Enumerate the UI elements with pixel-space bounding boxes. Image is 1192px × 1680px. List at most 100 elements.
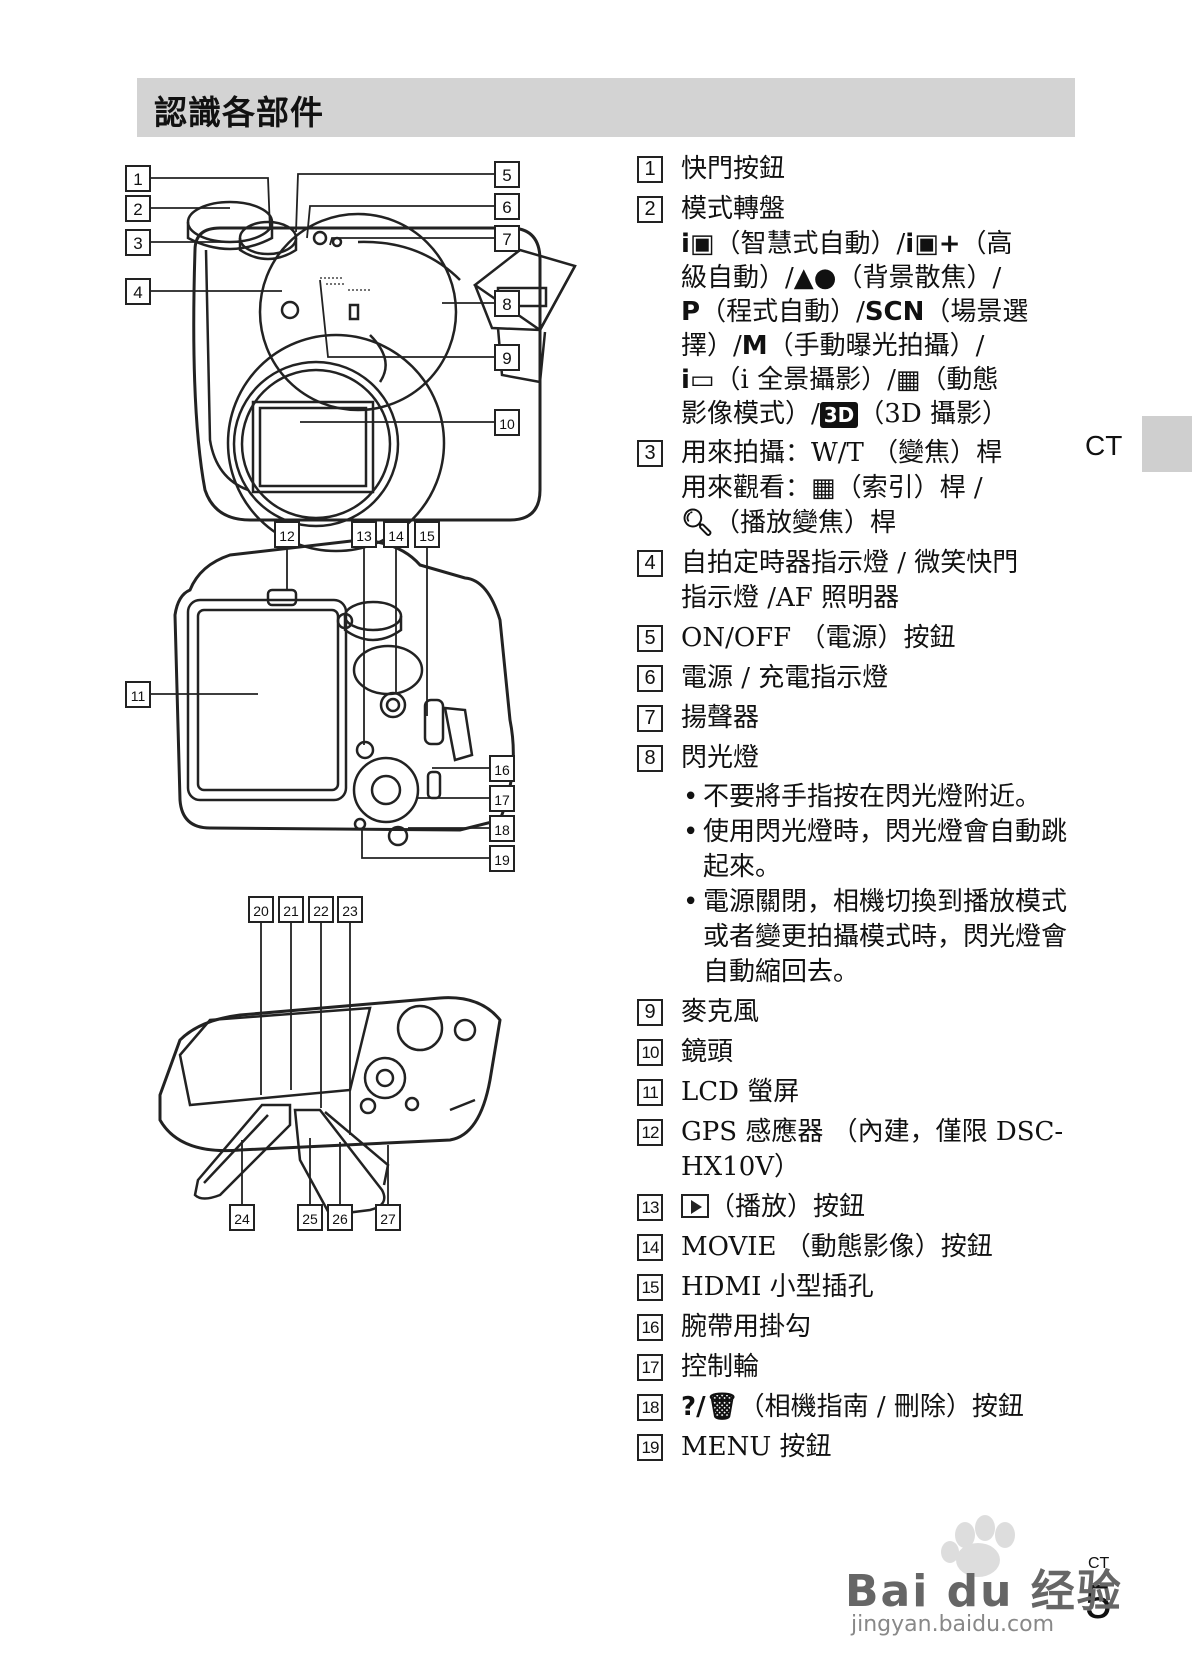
mode-line-1: i▣（智慧式自動）/i▣+（高: [681, 229, 1013, 259]
item-text: LCD 螢屏: [681, 1077, 800, 1107]
callout-lines: [150, 173, 495, 1205]
list-item: 1 快門按鈕: [637, 152, 1087, 187]
playback-icon: [681, 1194, 709, 1218]
callout-19: 19: [494, 852, 510, 868]
item-number: 17: [637, 1354, 663, 1381]
item-text: GPS 感應器 （內建，僅限 DSC-: [681, 1117, 1064, 1147]
list-item: 8 閃光燈 不要將手指按在閃光燈附近。 使用閃光燈時，閃光燈會自動跳起來。 電源…: [637, 741, 1087, 990]
item-text: 鏡頭: [681, 1037, 734, 1067]
item-number: 16: [637, 1314, 663, 1341]
list-item: 5 ON/OFF （電源）按鈕: [637, 621, 1087, 656]
index-icon: ▦: [811, 473, 836, 503]
item-text: 麥克風: [681, 997, 760, 1027]
superior-auto-icon: i▣+: [905, 229, 961, 259]
list-item: 17 控制輪: [637, 1350, 1087, 1385]
callout-26: 26: [332, 1211, 348, 1227]
callout-9: 9: [502, 349, 511, 368]
callout-5: 5: [502, 166, 511, 185]
list-item: 4 自拍定時器指示燈 / 微笑快門 指示燈 /AF 照明器: [637, 546, 1087, 616]
list-item: 16 腕帶用掛勾: [637, 1310, 1087, 1345]
camera-front-illustration: [186, 200, 577, 553]
list-item: 12 GPS 感應器 （內建，僅限 DSC- HX10V）: [637, 1115, 1087, 1185]
mode-line-3: P（程式自動）/SCN（場景選: [681, 297, 1029, 327]
callout-27: 27: [380, 1211, 396, 1227]
item-text: 腕帶用掛勾: [681, 1312, 812, 1342]
page-title: 認識各部件: [154, 93, 324, 132]
bullet-note: 電源關閉，相機切換到播放模式或者變更拍攝模式時，閃光燈會自動縮回去。: [681, 885, 1087, 990]
bullet-note: 使用閃光燈時，閃光燈會自動跳起來。: [681, 815, 1087, 885]
list-item: 13 （播放）按鈕: [637, 1190, 1087, 1225]
parts-list: 1 快門按鈕 2 模式轉盤 i▣（智慧式自動）/i▣+（高 級自動）/▲●（背景…: [637, 152, 1087, 1470]
callout-4: 4: [133, 283, 142, 302]
background-defocus-icon: ▲●: [793, 263, 837, 293]
item-number: 12: [637, 1119, 663, 1146]
item-text: MOVIE （動態影像）按鈕: [681, 1232, 993, 1262]
callout-8: 8: [502, 295, 511, 314]
callout-22: 22: [313, 903, 329, 919]
callout-17: 17: [494, 792, 510, 808]
callout-10: 10: [499, 416, 515, 432]
camera-bottom-illustration: [158, 996, 502, 1217]
list-item: 14 MOVIE （動態影像）按鈕: [637, 1230, 1087, 1265]
item-text: 揚聲器: [681, 703, 760, 733]
item-number: 14: [637, 1234, 663, 1261]
trash-icon: 🗑︎: [705, 1392, 739, 1422]
item-number: 13: [637, 1194, 663, 1221]
item-number: 5: [637, 625, 663, 652]
help-delete-icon: ?/: [681, 1392, 706, 1422]
item-text: 模式轉盤: [681, 194, 786, 224]
item-number: 3: [637, 440, 663, 467]
sweep-panorama-icon: i▭: [681, 365, 715, 395]
callout-6: 6: [502, 198, 511, 217]
item-text: 指示燈 /AF 照明器: [681, 583, 900, 613]
item-text: ON/OFF （電源）按鈕: [681, 623, 956, 653]
callout-11: 11: [131, 688, 146, 704]
callout-2: 2: [133, 200, 142, 219]
flash-notes: 不要將手指按在閃光燈附近。 使用閃光燈時，閃光燈會自動跳起來。 電源關閉，相機切…: [681, 780, 1087, 990]
item-text: （相機指南 / 刪除）按鈕: [738, 1392, 1024, 1422]
callout-24: 24: [234, 1211, 250, 1227]
item-text: HX10V）: [681, 1152, 801, 1182]
program-auto-icon: P: [681, 297, 701, 327]
callout-numbers: 1 2 3 4 5 6 7 8 9 10 11 12 13 14 15 16 1…: [131, 166, 515, 1227]
scene-selection-icon: SCN: [864, 297, 925, 327]
item-number: 18: [637, 1394, 663, 1421]
callout-21: 21: [283, 903, 299, 919]
callout-3: 3: [133, 234, 142, 253]
item-text: 用來拍攝：W/T （變焦）桿: [681, 438, 1003, 468]
list-item: 3 用來拍攝：W/T （變焦）桿 用來觀看：▦（索引）桿 / 🔍︎（播放變焦）桿: [637, 436, 1087, 541]
callout-15: 15: [419, 528, 435, 544]
callout-boxes: [125, 161, 520, 1231]
list-item: 15 HDMI 小型插孔: [637, 1270, 1087, 1305]
callout-16: 16: [494, 762, 510, 778]
mode-line-4: 擇）/M（手動曝光拍攝）/: [681, 331, 985, 361]
section-title-bar: 認識各部件: [137, 78, 1075, 137]
item-number: 11: [637, 1079, 663, 1106]
item-text: HDMI 小型插孔: [681, 1272, 874, 1302]
bullet-note: 不要將手指按在閃光燈附近。: [681, 780, 1087, 815]
item-number: 7: [637, 705, 663, 732]
callout-1: 1: [133, 170, 142, 189]
item-number: 2: [637, 196, 663, 223]
page-code: CT: [1088, 1555, 1110, 1572]
manual-exposure-icon: M: [741, 331, 768, 361]
callout-12: 12: [279, 528, 295, 544]
item-number: 10: [637, 1039, 663, 1066]
watermark-url: jingyan.baidu.com: [851, 1612, 1055, 1637]
page-number: 5: [1085, 1576, 1112, 1629]
mode-line-5: i▭（i 全景攝影）/▦（動態: [681, 365, 999, 395]
camera-back-illustration: [173, 538, 515, 847]
item-number: 9: [637, 999, 663, 1026]
item-text: 自拍定時器指示燈 / 微笑快門: [681, 548, 1019, 578]
callout-13: 13: [356, 528, 372, 544]
item-text: 快門按鈕: [681, 154, 786, 184]
intelligent-auto-icon: i▣: [681, 229, 715, 259]
language-code: CT: [1085, 430, 1123, 461]
list-item: 9 麥克風: [637, 995, 1087, 1030]
3d-shooting-icon: 3D: [819, 402, 859, 428]
item-text: 閃光燈: [681, 743, 760, 773]
item-number: 15: [637, 1274, 663, 1301]
list-item: 6 電源 / 充電指示燈: [637, 661, 1087, 696]
item-text: MENU 按鈕: [681, 1432, 832, 1462]
callout-20: 20: [253, 903, 269, 919]
